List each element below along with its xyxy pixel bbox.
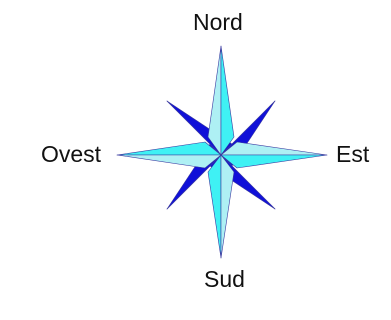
- label-east: Est: [336, 143, 369, 166]
- point-west-bottom: [117, 155, 221, 168]
- point-south-right: [221, 155, 234, 258]
- point-north-right: [221, 46, 234, 155]
- point-north-left: [208, 46, 221, 155]
- cardinal-points: [117, 46, 327, 258]
- point-south-left: [208, 155, 221, 258]
- label-west: Ovest: [41, 143, 101, 166]
- point-west-top: [117, 142, 221, 155]
- point-east-bottom: [221, 155, 327, 168]
- label-south: Sud: [204, 268, 245, 291]
- label-north: Nord: [193, 11, 243, 34]
- point-east-top: [221, 142, 327, 155]
